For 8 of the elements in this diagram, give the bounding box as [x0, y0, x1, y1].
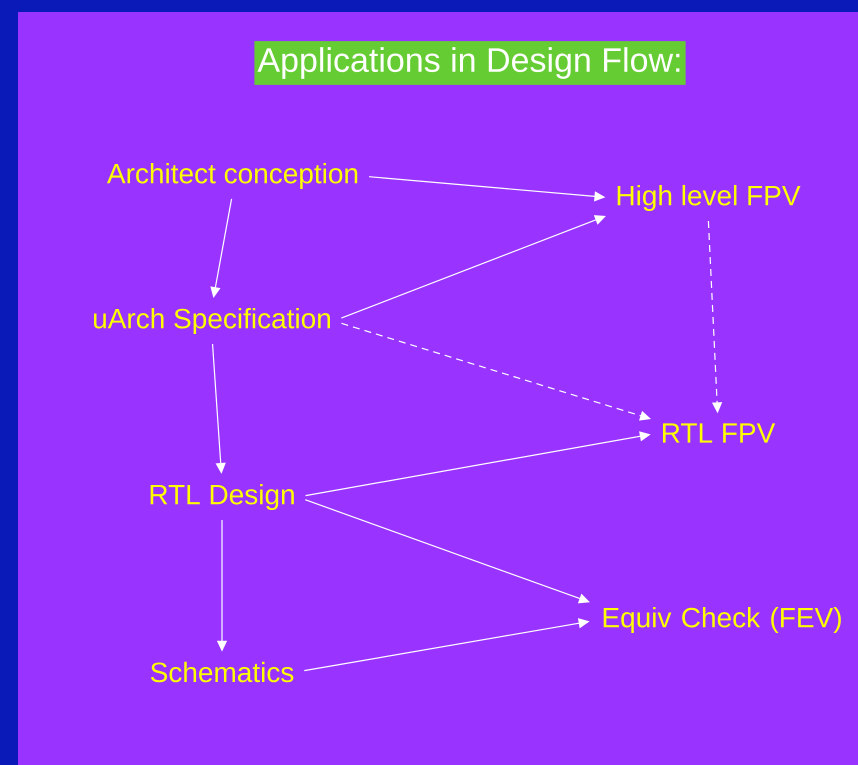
node-label: Architect conception: [106, 162, 358, 190]
node-label: Equiv Check (FEV): [604, 606, 841, 634]
title-banner: Applications in Design Flow:: [254, 41, 686, 85]
node-label: uArch Specification: [94, 308, 330, 334]
node-label: Schematics: [150, 662, 294, 682]
node-label: RTL Design: [150, 484, 294, 510]
node-label: High level FPV: [618, 184, 800, 212]
node-label: RTL FPV: [663, 423, 776, 443]
